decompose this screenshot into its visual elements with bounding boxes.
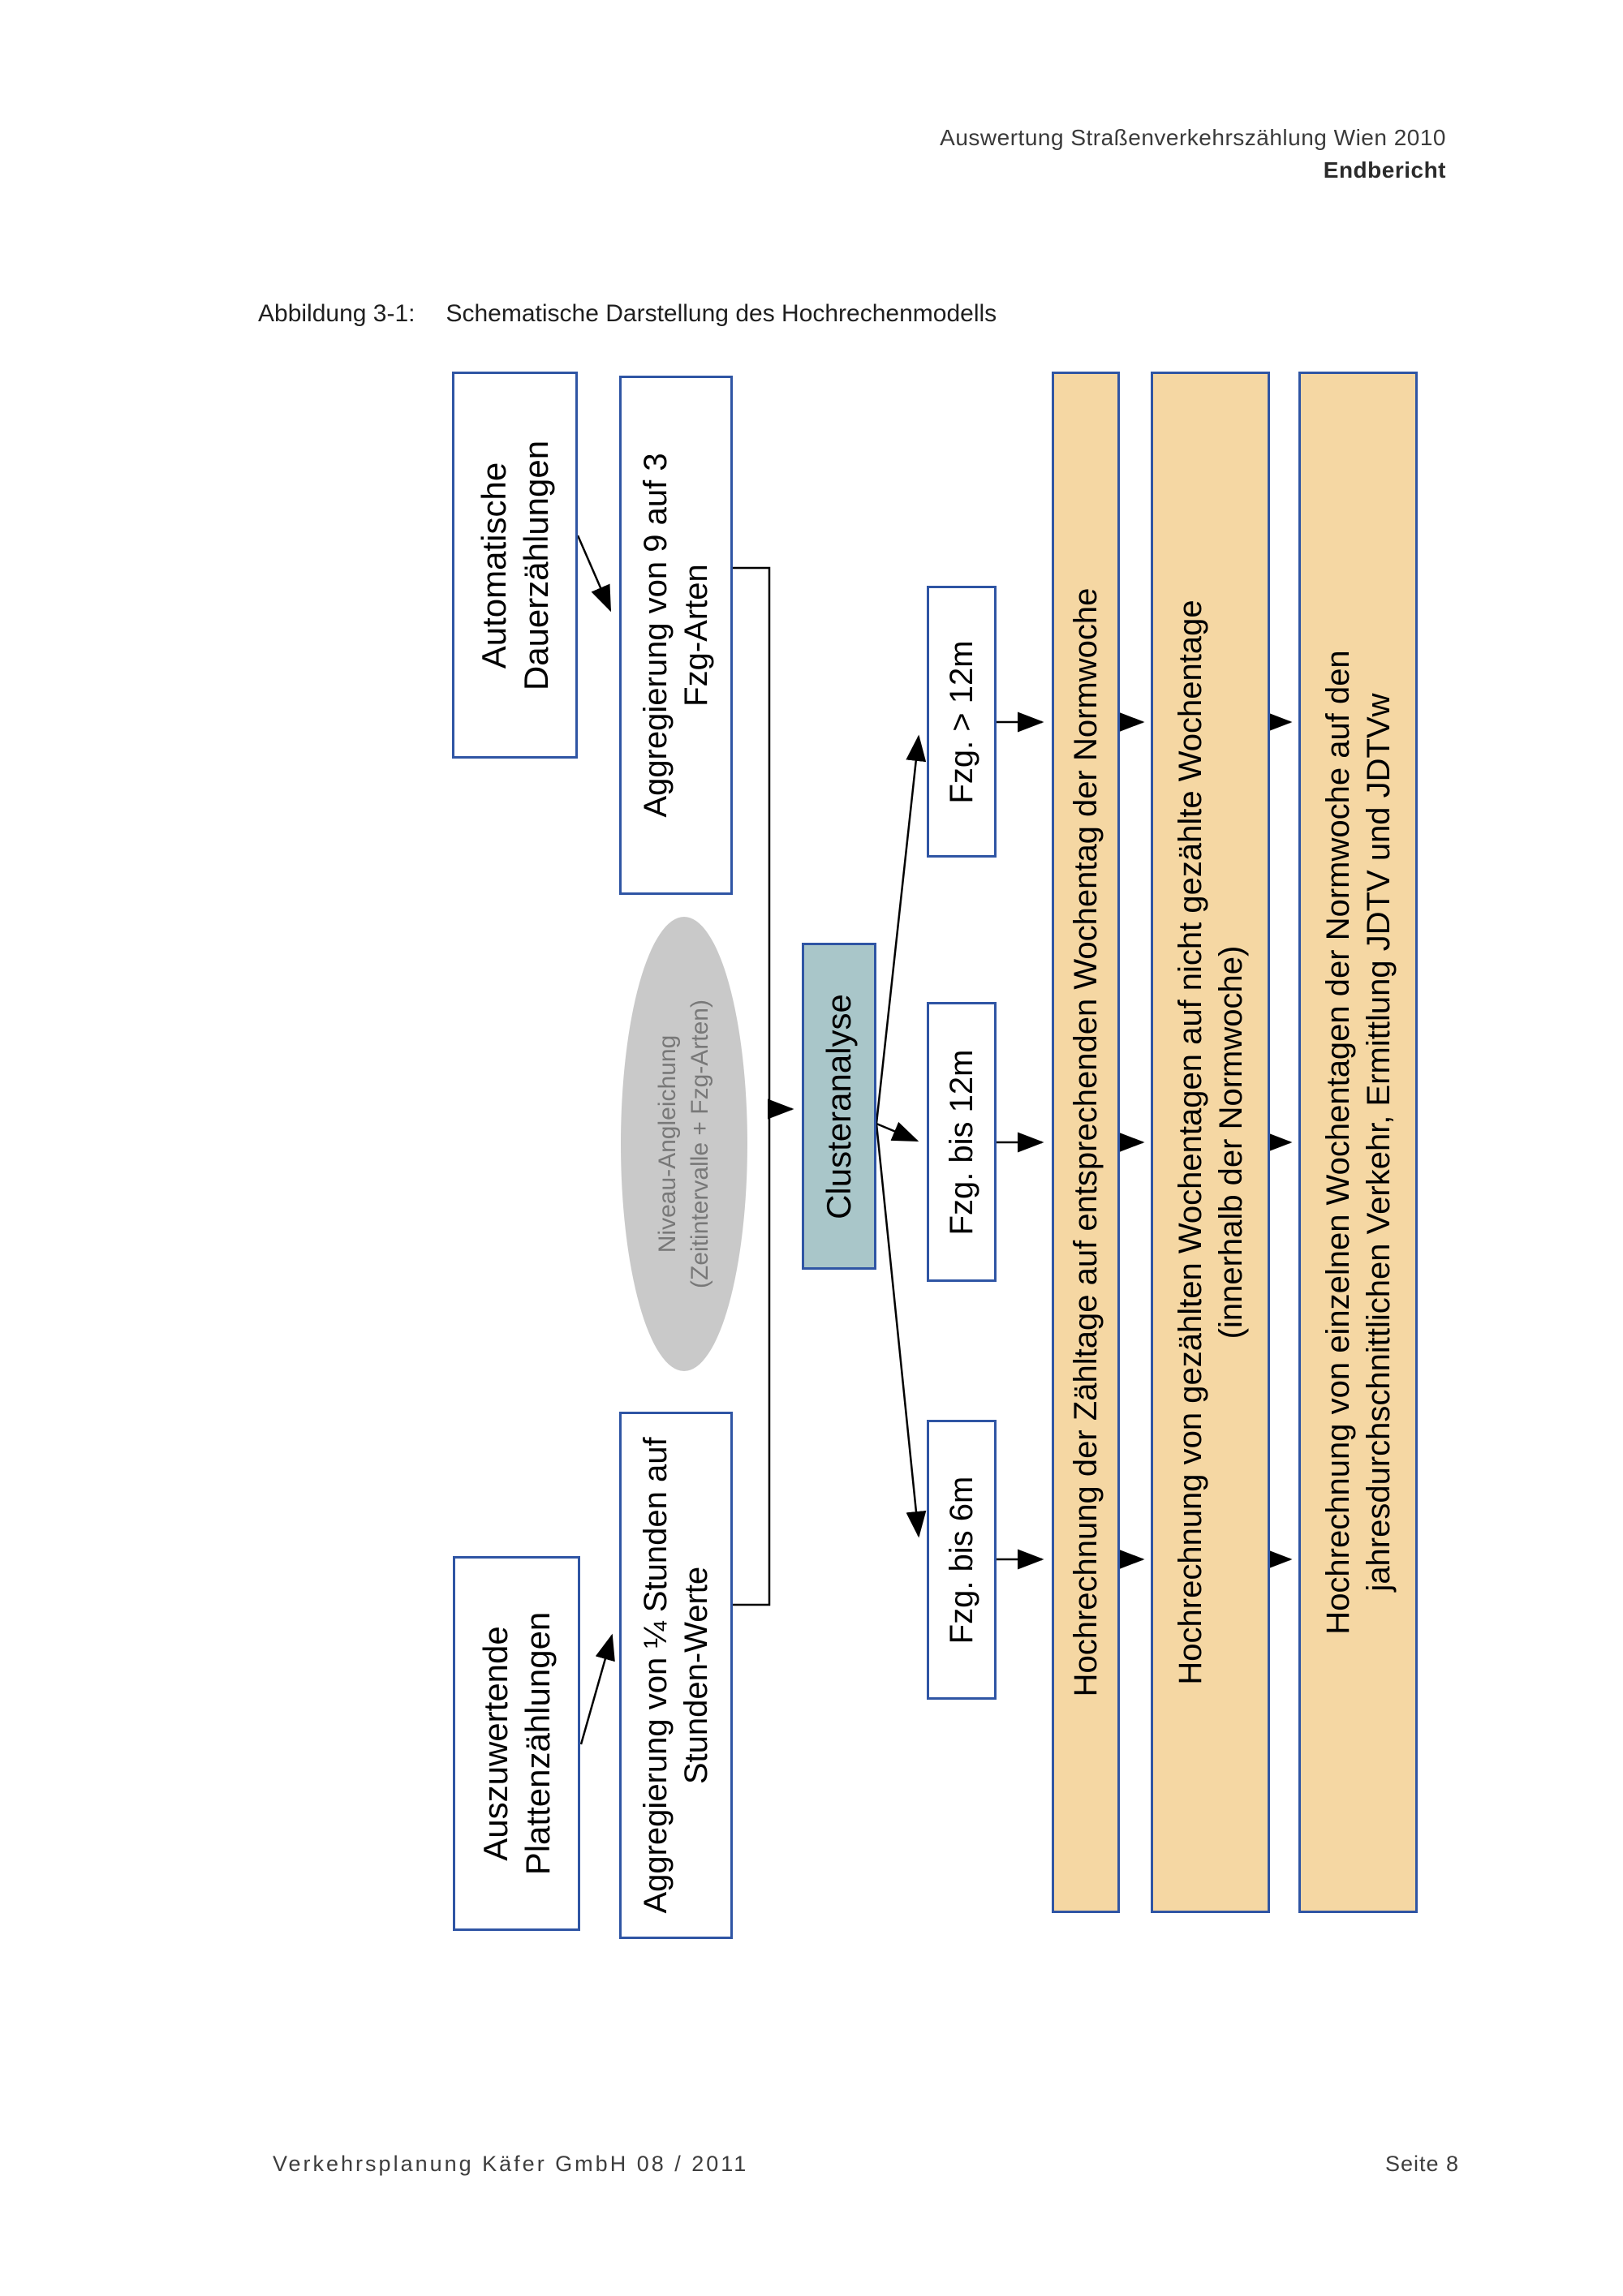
node-label: Fzg. bis 6m bbox=[944, 1476, 979, 1644]
node-step2-hochrechnung-wochentage: Hochrechnung von gezählten Wochentagen a… bbox=[1151, 372, 1270, 1913]
node-label: Clusteranalyse bbox=[820, 993, 858, 1219]
node-label: Automatische bbox=[474, 462, 513, 669]
node-fzg-bis-6m: Fzg. bis 6m bbox=[927, 1420, 997, 1700]
node-step3-hochrechnung-jdtv: Hochrechnung von einzelnen Wochentagen d… bbox=[1298, 372, 1418, 1913]
trunk-merge-line bbox=[733, 566, 771, 1606]
node-aggregierung-viertel-stunden: Aggregierung von ¼ Stunden auf Stunden-W… bbox=[619, 1412, 733, 1939]
page-header: Auswertung Straßenverkehrszählung Wien 2… bbox=[940, 122, 1446, 187]
node-label: Hochrechnung von einzelnen Wochentagen d… bbox=[1319, 650, 1356, 1635]
arrow-cluster-to-fzg-gt12m bbox=[875, 734, 927, 1124]
node-niveau-angleichung: Niveau-Angleichung (Zeitintervalle + Fzg… bbox=[621, 917, 747, 1371]
arrow-cluster-to-fzg-bis6m bbox=[875, 1123, 927, 1538]
node-label: Fzg. > 12m bbox=[944, 639, 979, 804]
node-label: Aggregierung von ¼ Stunden auf bbox=[638, 1437, 674, 1914]
arrow-cluster-to-fzg-bis12m bbox=[876, 1121, 919, 1142]
node-label: jahresdurchschnittlichen Verkehr, Ermitt… bbox=[1360, 693, 1397, 1592]
arrow-source-bottom-to-agg-bottom bbox=[579, 1633, 615, 1745]
caption-label: Abbildung 3-1: bbox=[258, 300, 415, 327]
node-label: (Zeitintervalle + Fzg-Arten) bbox=[687, 1000, 713, 1288]
node-auszuwertende-plattenzaehlungen: Auszuwertende Plattenzählungen bbox=[453, 1556, 580, 1931]
node-label: Dauerzählungen bbox=[516, 440, 555, 690]
node-aggregierung-9-auf-3: Aggregierung von 9 auf 3 Fzg-Arten bbox=[619, 376, 733, 895]
node-label: Niveau-Angleichung bbox=[654, 1034, 681, 1253]
node-clusteranalyse: Clusteranalyse bbox=[802, 943, 876, 1270]
node-label: (innerhalb der Normwoche) bbox=[1212, 945, 1249, 1339]
document-subtitle: Endbericht bbox=[1323, 157, 1446, 183]
node-label: Plattenzählungen bbox=[518, 1611, 557, 1876]
node-label: Auszuwertende bbox=[476, 1626, 514, 1861]
caption-title: Schematische Darstellung des Hochrechenm… bbox=[446, 300, 997, 327]
node-step1-hochrechnung-zaehltage: Hochrechnung der Zähltage auf entspreche… bbox=[1052, 372, 1120, 1913]
node-label: Aggregierung von 9 auf 3 bbox=[638, 453, 674, 818]
node-label: Hochrechnung der Zähltage auf entspreche… bbox=[1068, 587, 1104, 1697]
node-label: Hochrechnung von gezählten Wochentagen a… bbox=[1172, 600, 1208, 1685]
node-fzg-bis-12m: Fzg. bis 12m bbox=[927, 1002, 997, 1282]
node-label: Stunden-Werte bbox=[678, 1566, 714, 1785]
node-label: Fzg. bis 12m bbox=[944, 1049, 979, 1235]
node-automatische-dauerzaehlungen: Automatische Dauerzählungen bbox=[452, 372, 578, 759]
document-title: Auswertung Straßenverkehrszählung Wien 2… bbox=[940, 125, 1446, 150]
footer-company: Verkehrsplanung Käfer GmbH 08 / 2011 bbox=[273, 2152, 749, 2176]
node-label: Fzg-Arten bbox=[678, 564, 714, 707]
node-fzg-gt-12m: Fzg. > 12m bbox=[927, 586, 997, 858]
arrow-source-top-to-agg-top bbox=[576, 535, 612, 613]
figure-caption: Abbildung 3-1: Schematische Darstellung … bbox=[258, 300, 997, 328]
footer-page-number: Seite 8 bbox=[1384, 2152, 1459, 2176]
